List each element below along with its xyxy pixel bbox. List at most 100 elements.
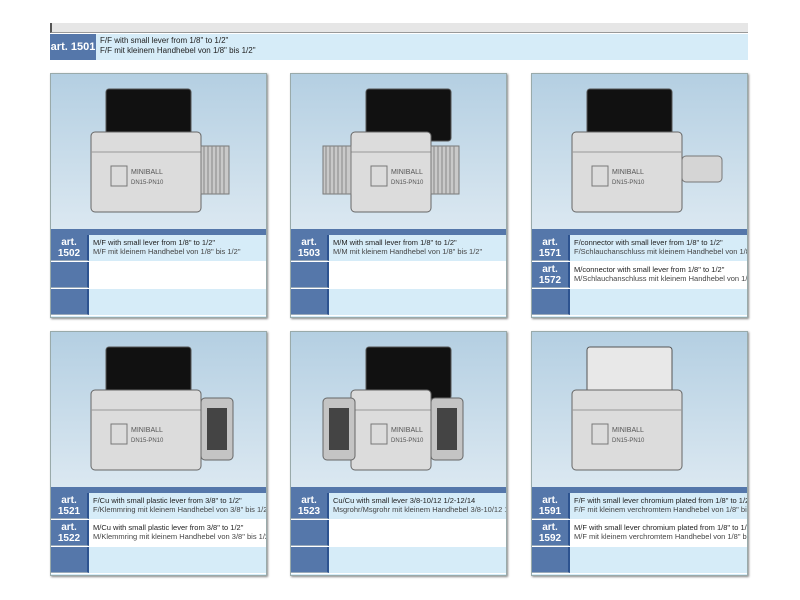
product-card: MINIBALL DN15-PN10 art.1523 Cu/Cu with s…	[290, 331, 507, 576]
valve-image: MINIBALL DN15-PN10	[571, 88, 723, 213]
article-number: art.1571	[532, 235, 570, 261]
divider	[532, 487, 747, 493]
article-number	[51, 547, 89, 573]
article-number: art.1592	[532, 520, 570, 546]
divider	[51, 229, 266, 235]
article-row	[51, 289, 266, 316]
description-de: M/F mit kleinem Handhebel von 1/8" bis 1…	[93, 247, 241, 256]
description-en: F/Cu with small plastic lever from 3/8" …	[93, 496, 242, 505]
description-de: M/Klemmring mit kleinem Handhebel von 3/…	[93, 532, 266, 541]
article-description	[89, 289, 266, 315]
rating-marking: DN15-PN10	[391, 180, 424, 186]
description-de: F/F mit kleinem Handhebel von 1/8" bis 1…	[100, 46, 256, 55]
article-row	[532, 289, 747, 316]
article-description	[329, 520, 506, 546]
article-row: art.1572 M/connector with small lever fr…	[532, 262, 747, 289]
divider	[51, 487, 266, 493]
article-description: M/connector with small lever from 1/8" t…	[570, 262, 747, 288]
article-description: M/M with small lever from 1/8" to 1/2"M/…	[329, 235, 506, 261]
product-image: MINIBALL DN15-PN10	[532, 74, 747, 229]
product-image: MINIBALL DN15-PN10	[51, 74, 266, 229]
product-card: MINIBALL DN15-PN10 art.1503 M/M with sma…	[290, 73, 507, 318]
rating-marking: DN15-PN10	[391, 438, 424, 444]
valve-image: MINIBALL DN15-PN10	[90, 346, 234, 471]
valve-image: MINIBALL DN15-PN10	[571, 346, 683, 471]
article-description: F/Cu with small plastic lever from 3/8" …	[89, 493, 266, 519]
brand-marking: MINIBALL	[612, 427, 644, 434]
article-number	[51, 262, 89, 288]
article-description: M/Cu with small plastic lever from 3/8" …	[89, 520, 266, 546]
article-row: art.1502 M/F with small lever from 1/8" …	[51, 235, 266, 262]
brand-marking: MINIBALL	[131, 169, 163, 176]
article-description	[570, 547, 747, 573]
description-en: M/F with small lever chromium plated fro…	[574, 523, 747, 532]
top-bar	[50, 23, 748, 33]
valve-image: MINIBALL DN15-PN10	[90, 88, 230, 213]
description-de: F/F mit kleinem verchromtem Handhebel vo…	[574, 505, 747, 514]
product-card: MINIBALL DN15-PN10 art.1521 F/Cu with sm…	[50, 331, 267, 576]
description-de: F/Klemmring mit kleinem Handhebel von 3/…	[93, 505, 266, 514]
article-description: F/connector with small lever from 1/8" t…	[570, 235, 747, 261]
description-en: M/F with small lever from 1/8" to 1/2"	[93, 238, 216, 247]
valve-image: MINIBALL DN15-PN10	[322, 346, 464, 471]
article-number: art.1503	[291, 235, 329, 261]
product-card: MINIBALL DN15-PN10 art.1502 M/F with sma…	[50, 73, 267, 318]
article-number	[291, 289, 329, 315]
article-number: art.1522	[51, 520, 89, 546]
article-row: art.1592 M/F with small lever chromium p…	[532, 520, 747, 547]
description-en: F/F with small lever chromium plated fro…	[574, 496, 747, 505]
valve-image: MINIBALL DN15-PN10	[322, 88, 460, 213]
article-row: art.1571 F/connector with small lever fr…	[532, 235, 747, 262]
product-image: MINIBALL DN15-PN10	[532, 332, 747, 487]
description-de: M/F mit kleinem verchromtem Handhebel vo…	[574, 532, 747, 541]
brand-marking: MINIBALL	[391, 427, 423, 434]
product-image: MINIBALL DN15-PN10	[291, 74, 506, 229]
divider	[291, 487, 506, 493]
article-number: art.1523	[291, 493, 329, 519]
article-row	[291, 262, 506, 289]
article-number	[291, 262, 329, 288]
product-card: MINIBALL DN15-PN10 art.1591 F/F with sma…	[531, 331, 748, 576]
article-number: art.1572	[532, 262, 570, 288]
article-number	[291, 547, 329, 573]
article-row: art.1503 M/M with small lever from 1/8" …	[291, 235, 506, 262]
divider	[291, 229, 506, 235]
article-row	[532, 547, 747, 574]
description-en: M/M with small lever from 1/8" to 1/2"	[333, 238, 457, 247]
description-de: M/M mit kleinem Handhebel von 1/8" bis 1…	[333, 247, 483, 256]
article-description	[89, 547, 266, 573]
product-image: MINIBALL DN15-PN10	[51, 332, 266, 487]
brand-marking: MINIBALL	[131, 427, 163, 434]
description-en: F/F with small lever from 1/8" to 1/2"	[100, 36, 229, 45]
article-number	[291, 520, 329, 546]
brand-marking: MINIBALL	[612, 169, 644, 176]
description-en: M/Cu with small plastic lever from 3/8" …	[93, 523, 244, 532]
article-number: art.1591	[532, 493, 570, 519]
rating-marking: DN15-PN10	[612, 180, 645, 186]
article-row	[291, 520, 506, 547]
article-row: art.1521 F/Cu with small plastic lever f…	[51, 493, 266, 520]
article-header: art. 1501 F/F with small lever from 1/8"…	[50, 34, 748, 60]
product-image: MINIBALL DN15-PN10	[291, 332, 506, 487]
article-row: art.1523 Cu/Cu with small lever 3/8-10/1…	[291, 493, 506, 520]
article-row	[291, 289, 506, 316]
article-number: art.1502	[51, 235, 89, 261]
article-description: F/F with small lever chromium plated fro…	[570, 493, 747, 519]
product-card: MINIBALL DN15-PN10 art.1571 F/connector …	[531, 73, 748, 318]
article-description: F/F with small lever from 1/8" to 1/2" F…	[96, 34, 260, 60]
rating-marking: DN15-PN10	[131, 438, 164, 444]
article-row	[291, 547, 506, 574]
description-en: M/connector with small lever from 1/8" t…	[574, 265, 725, 274]
article-description	[89, 262, 266, 288]
divider	[532, 229, 747, 235]
article-number	[532, 547, 570, 573]
article-description	[329, 262, 506, 288]
description-en: Cu/Cu with small lever 3/8-10/12 1/2-12/…	[333, 496, 476, 505]
article-number: art. 1501	[50, 34, 96, 60]
article-number	[532, 289, 570, 315]
description-en: F/connector with small lever from 1/8" t…	[574, 238, 723, 247]
brand-marking: MINIBALL	[391, 169, 423, 176]
article-description: Cu/Cu with small lever 3/8-10/12 1/2-12/…	[329, 493, 506, 519]
article-row	[51, 547, 266, 574]
article-row	[51, 262, 266, 289]
